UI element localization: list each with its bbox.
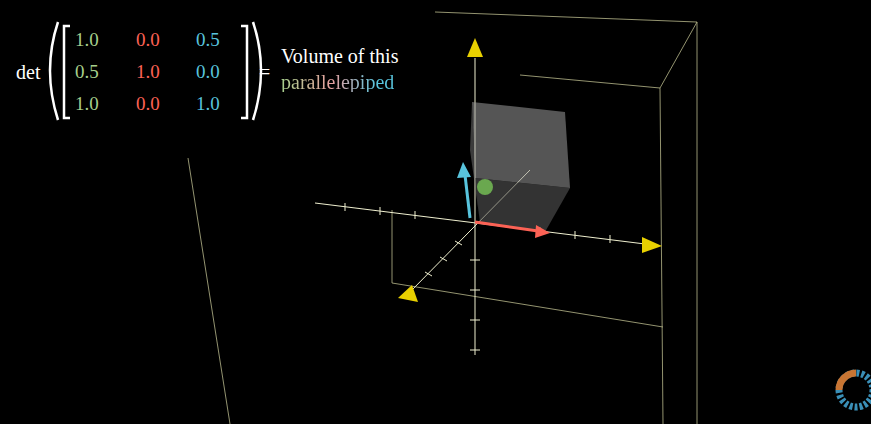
matrix-entry: 1.0	[75, 30, 99, 49]
parallelepiped-shape	[470, 102, 570, 232]
axis-cones	[398, 38, 662, 302]
axis-ticks	[345, 203, 610, 350]
axes	[315, 58, 645, 355]
matrix-entry: 1.0	[136, 62, 160, 81]
matrix-entry: 0.0	[136, 30, 160, 49]
volume-text: Volume of this	[281, 46, 398, 66]
matrix-brackets	[50, 22, 261, 120]
basis-vectors	[457, 162, 550, 238]
matrix-entry: 1.0	[75, 94, 99, 113]
corner-logo	[839, 373, 871, 407]
matrix-entry: 0.5	[196, 30, 220, 49]
matrix-entry: 0.0	[136, 94, 160, 113]
matrix-entry: 0.5	[75, 62, 99, 81]
parallelepiped-text: parallelepiped	[281, 72, 394, 92]
bounding-box	[188, 12, 697, 424]
equals-sign: =	[259, 62, 270, 82]
matrix-entry: 1.0	[196, 94, 220, 113]
det-label: det	[16, 62, 40, 82]
matrix-entry: 0.0	[196, 62, 220, 81]
